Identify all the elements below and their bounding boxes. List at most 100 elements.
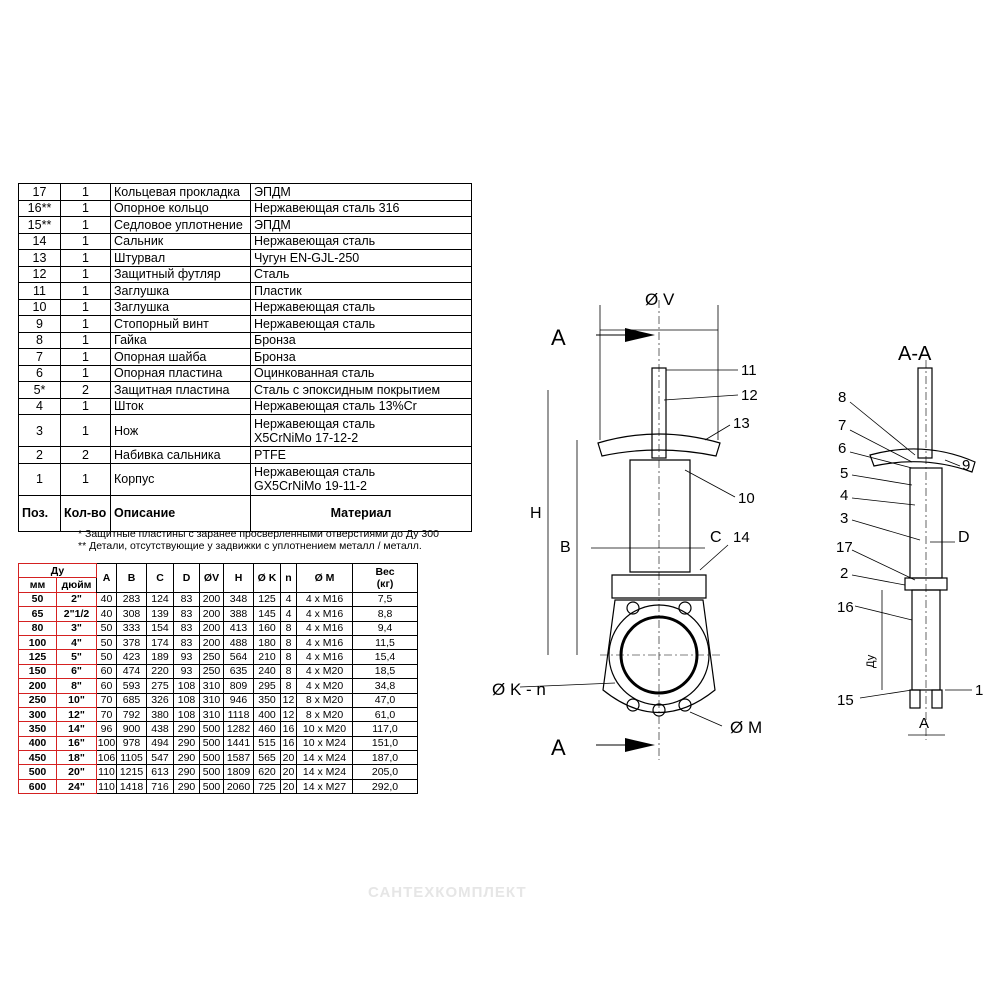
dims-cell: 1105 xyxy=(116,750,148,766)
part-description: Заглушка xyxy=(110,298,251,316)
part-material: Нержавеющая сталь 316 xyxy=(250,199,472,217)
section-mark-top: A xyxy=(551,325,566,350)
dims-cell: 14 x M27 xyxy=(296,778,354,795)
dims-cell: 61,0 xyxy=(352,706,418,723)
part-description: Сальник xyxy=(110,232,251,250)
dims-cell-du: 400 xyxy=(18,735,57,752)
dim-du: Ду xyxy=(865,654,877,668)
part-description: Седловое уплотнение xyxy=(110,216,251,234)
callout-8: 8 xyxy=(838,389,846,406)
dims-cell: 500 xyxy=(199,764,225,780)
dims-cell: 4 x M16 xyxy=(296,634,354,651)
part-description: Корпус xyxy=(110,462,251,496)
dims-cell: 110 xyxy=(96,764,118,780)
dims-cell: 1418 xyxy=(116,778,148,795)
dims-cell: 200 xyxy=(199,606,225,622)
dim-a: A xyxy=(919,715,929,732)
callout-3: 3 xyxy=(840,510,848,527)
table-notes: * Защитные пластины с заранее просверлен… xyxy=(78,528,439,552)
dims-cell: 488 xyxy=(223,634,255,651)
part-material: Нержавеющая сталь 13%Cr xyxy=(250,397,472,415)
dims-header-weight-unit: (кг) xyxy=(376,577,394,590)
dims-cell: 620 xyxy=(253,764,282,780)
part-position: 14 xyxy=(18,232,61,250)
part-material-line: Нержавеющая сталь xyxy=(254,465,376,479)
dims-cell: 8,8 xyxy=(352,606,418,622)
dims-cell-du: 24" xyxy=(55,778,98,795)
part-material-line: Нержавеющая сталь xyxy=(254,416,376,431)
dims-cell: 10 x M20 xyxy=(296,721,354,737)
dim-h: H xyxy=(530,505,542,522)
dims-cell: 500 xyxy=(199,750,225,766)
bolt-hole xyxy=(678,698,692,712)
part-position: 1 xyxy=(18,462,61,496)
callout-12: 12 xyxy=(741,387,758,404)
callout-13: 13 xyxy=(733,415,750,432)
handwheel xyxy=(597,433,721,457)
dims-cell-du: 12" xyxy=(55,706,98,723)
dims-cell-du: 125 xyxy=(18,649,57,665)
dims-cell: 10 x M24 xyxy=(296,735,354,752)
body-flange xyxy=(602,599,716,714)
dims-cell: 200 xyxy=(199,620,225,636)
section-mark-bottom: A xyxy=(551,735,566,760)
dims-cell: 108 xyxy=(173,678,201,694)
dims-cell: 145 xyxy=(253,606,282,622)
callout-7: 7 xyxy=(838,417,846,434)
dims-cell: 725 xyxy=(253,778,282,795)
dims-cell: 240 xyxy=(253,663,282,680)
section-arrow-bottom xyxy=(625,738,655,752)
callout-5: 5 xyxy=(840,465,848,482)
dim-v: Ø V xyxy=(645,290,675,309)
callout-15: 15 xyxy=(837,692,854,709)
callout-9: 9 xyxy=(962,457,970,474)
part-description: Кольцевая прокладка xyxy=(110,183,251,201)
dims-cell: 187,0 xyxy=(352,750,418,766)
dims-cell: 1215 xyxy=(116,764,148,780)
dim-b: B xyxy=(560,539,571,556)
dims-cell: 500 xyxy=(199,778,225,795)
callout-4: 4 xyxy=(840,487,848,504)
dims-cell: 348 xyxy=(223,591,255,608)
dim-m: Ø M xyxy=(730,718,762,737)
callout-17: 17 xyxy=(836,539,853,556)
part-position: 15** xyxy=(18,216,61,234)
dims-cell: 292,0 xyxy=(352,778,418,795)
dims-cell: 290 xyxy=(173,721,201,737)
part-material-grade: GX5CrNiMo 19-11-2 xyxy=(254,479,368,493)
part-description: Опорная пластина xyxy=(110,364,251,382)
parts-header-pos: Поз. xyxy=(18,494,61,532)
part-position: 10 xyxy=(18,298,61,316)
note-2: ** Детали, отсутствующие у задвижки с уп… xyxy=(78,540,422,552)
dims-cell: 8 x M20 xyxy=(296,692,354,708)
dims-cell: 4 x M16 xyxy=(296,649,354,665)
dims-cell-du: 150 xyxy=(18,663,57,680)
callout-16: 16 xyxy=(837,599,854,616)
watermark: САНТЕХКОМПЛЕКТ xyxy=(368,884,527,901)
note-1: * Защитные пластины с заранее просверлен… xyxy=(78,528,439,540)
part-description: Заглушка xyxy=(110,282,251,300)
dim-c: C xyxy=(710,529,722,546)
dims-cell: 290 xyxy=(173,778,201,795)
dim-k-n: Ø K - n xyxy=(492,680,546,699)
callout-1: 1 xyxy=(975,682,983,699)
dims-cell: 380 xyxy=(146,706,175,723)
